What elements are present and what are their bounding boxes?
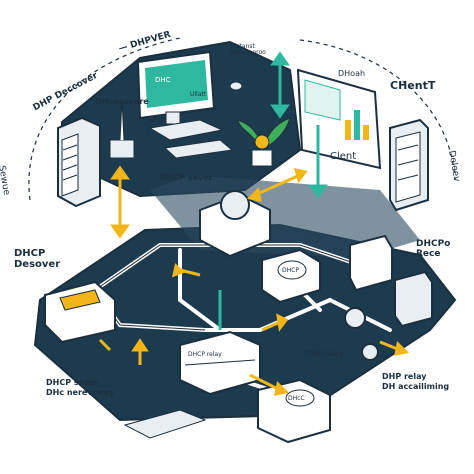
- label-dhp-sever: DHCP sever DHc nerevenay: [46, 378, 115, 397]
- monitor-device: [136, 50, 224, 141]
- server-rack-left: [57, 116, 101, 208]
- router-left: [44, 280, 116, 344]
- label-dhp-oilay: DHP oilay: [305, 349, 344, 358]
- arrows-teal: [218, 51, 328, 330]
- label-distanst: Distanst Dosvanoroo: [230, 43, 266, 56]
- label-clent: Clent: [330, 151, 357, 162]
- label-dhcpo-rece: DHCPo Rece: [416, 239, 451, 259]
- cabinet-right: [349, 234, 433, 328]
- keyboard-bottom: [123, 409, 207, 439]
- valve: [344, 307, 366, 329]
- relay-box-bottom: [257, 378, 331, 444]
- label-dhp-relay: DHP relay DH accailiming: [382, 372, 450, 391]
- label-dhoah: DHoah: [338, 69, 366, 78]
- label-dhcp-discover: DHCP Desover: [14, 248, 61, 270]
- keyboard: [163, 139, 234, 159]
- label-chentt: CHentT: [390, 79, 436, 92]
- relay-box-text: DHCP relay: [188, 351, 222, 358]
- plant-decoration: [237, 117, 291, 167]
- arrows-yellow: [98, 165, 410, 396]
- box-bottom-text: DHcC: [288, 395, 305, 402]
- valve-small: [361, 343, 379, 361]
- client-box: [261, 248, 321, 304]
- mouse: [229, 81, 243, 91]
- antenna-device: [109, 99, 135, 159]
- monitor-text: DHC: [155, 76, 171, 84]
- dhcp-server-center: [199, 190, 271, 258]
- label-ullatt: Ullatt: [190, 91, 207, 98]
- dashed-loop: [28, 37, 456, 201]
- label-ulfinn: Ulfinn: [147, 118, 165, 125]
- server-rack-right: [389, 118, 429, 212]
- label-dhcp-sever: DHCP sever: [160, 173, 213, 182]
- client-box-text: DHCP: [282, 267, 299, 274]
- label-dhcecovare: DHcecovare: [95, 97, 149, 106]
